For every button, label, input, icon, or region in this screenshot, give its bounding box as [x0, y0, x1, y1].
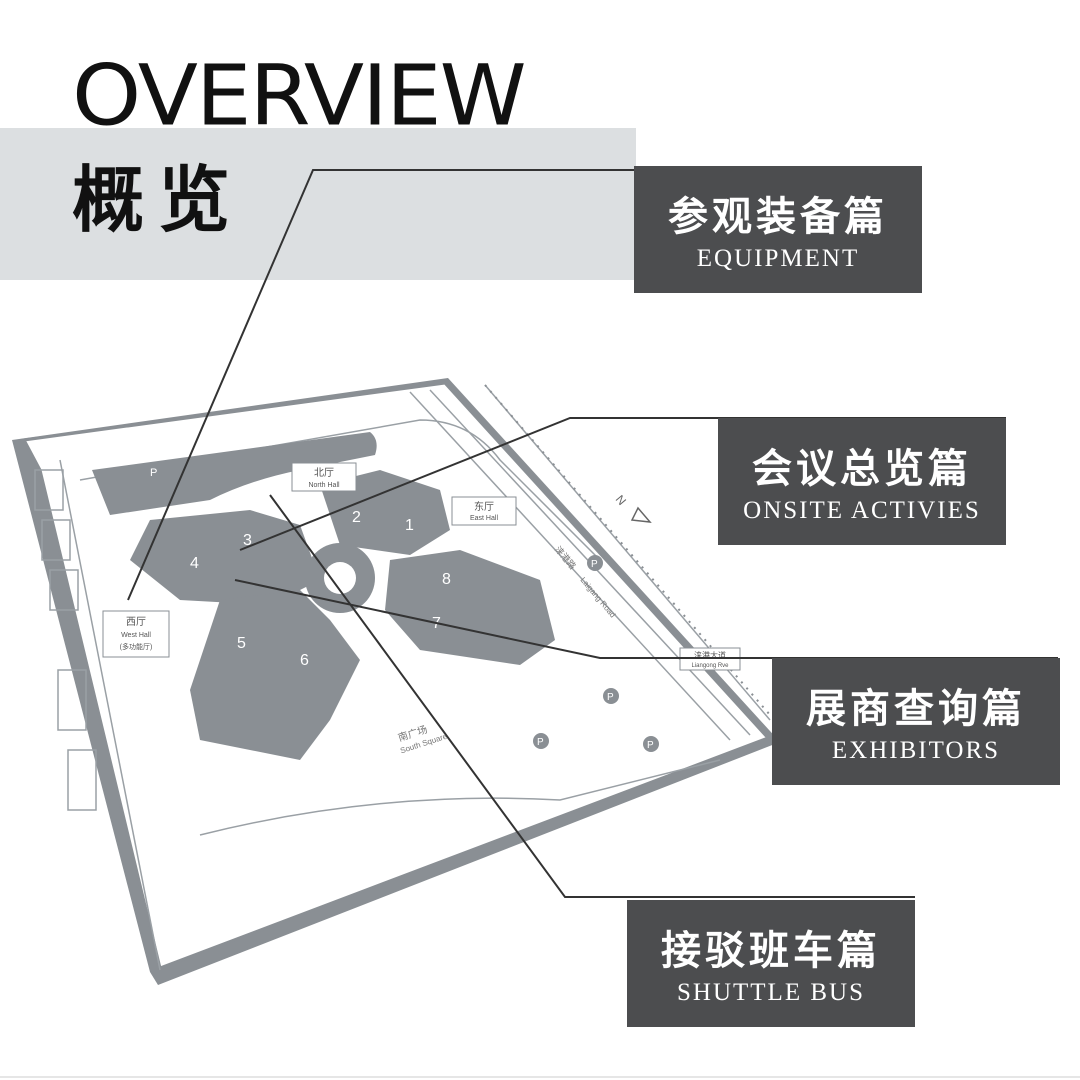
section-title-cn: 会议总览篇 [752, 445, 972, 492]
parking-lot-north [92, 432, 377, 515]
parking-icon: P [150, 467, 157, 479]
section-title-cn: 展商查询篇 [806, 685, 1026, 732]
svg-text:East Hall: East Hall [470, 515, 498, 522]
parking-markers: P P P P P [150, 467, 659, 752]
svg-text:(多功能厅): (多功能厅) [120, 642, 153, 651]
section-title-en: SHUTTLE BUS [677, 979, 865, 1006]
hall-number: 2 [352, 509, 361, 526]
section-title-en: EXHIBITORS [831, 737, 1001, 764]
svg-text:北厅: 北厅 [314, 467, 334, 479]
equipment-section-button[interactable]: 参观装备篇 EQUIPMENT [634, 166, 922, 293]
svg-text:N: N [613, 492, 629, 508]
svg-text:P: P [647, 740, 654, 751]
hall-number: 3 [243, 532, 252, 549]
hall-number: 5 [237, 635, 246, 652]
central-plaza [324, 562, 356, 594]
parking-icon: P [603, 688, 619, 704]
page-title: OVERVIEW [72, 46, 527, 145]
page-title-cn: 概览 [72, 157, 245, 242]
hall-number: 8 [442, 571, 451, 588]
section-title-en: ONSITE ACTIVIES [743, 497, 981, 524]
north-compass-icon: N [613, 492, 652, 523]
section-title-cn: 参观装备篇 [668, 193, 888, 240]
west-hall-label: 西厅 West Hall (多功能厅) [102, 610, 170, 658]
title-band [0, 128, 636, 280]
parking-icon: P [533, 733, 549, 749]
svg-text:P: P [537, 737, 544, 748]
exhibitors-section-button[interactable]: 展商查询篇 EXHIBITORS [772, 658, 1060, 785]
section-title-cn: 接驳班车篇 [661, 927, 881, 974]
svg-text:North Hall: North Hall [308, 482, 340, 489]
divider [0, 1076, 1080, 1078]
svg-text:涞港大道: 涞港大道 [694, 650, 726, 660]
exhibition-halls [130, 470, 555, 760]
svg-text:西厅: 西厅 [126, 617, 146, 628]
hall-number: 6 [300, 652, 309, 669]
map-boundary-dotted [484, 384, 771, 716]
svg-text:West Hall: West Hall [121, 632, 151, 639]
shuttle-bus-section-button[interactable]: 接驳班车篇 SHUTTLE BUS [627, 900, 915, 1027]
svg-text:东厅: 东厅 [474, 500, 494, 513]
svg-text:Liangong Rve: Liangong Rve [691, 663, 729, 669]
east-hall-label: 东厅 East Hall [451, 496, 517, 526]
svg-text:P: P [591, 559, 598, 570]
section-title-en: EQUIPMENT [696, 245, 860, 272]
hall-number: 1 [405, 517, 414, 534]
svg-text:P: P [607, 692, 614, 703]
parking-icon: P [587, 555, 603, 571]
north-hall-label: 北厅 North Hall [291, 462, 357, 492]
hall-number: 4 [190, 555, 199, 572]
onsite-activities-section-button[interactable]: 会议总览篇 ONSITE ACTIVIES [718, 418, 1006, 545]
parking-icon: P [643, 736, 659, 752]
